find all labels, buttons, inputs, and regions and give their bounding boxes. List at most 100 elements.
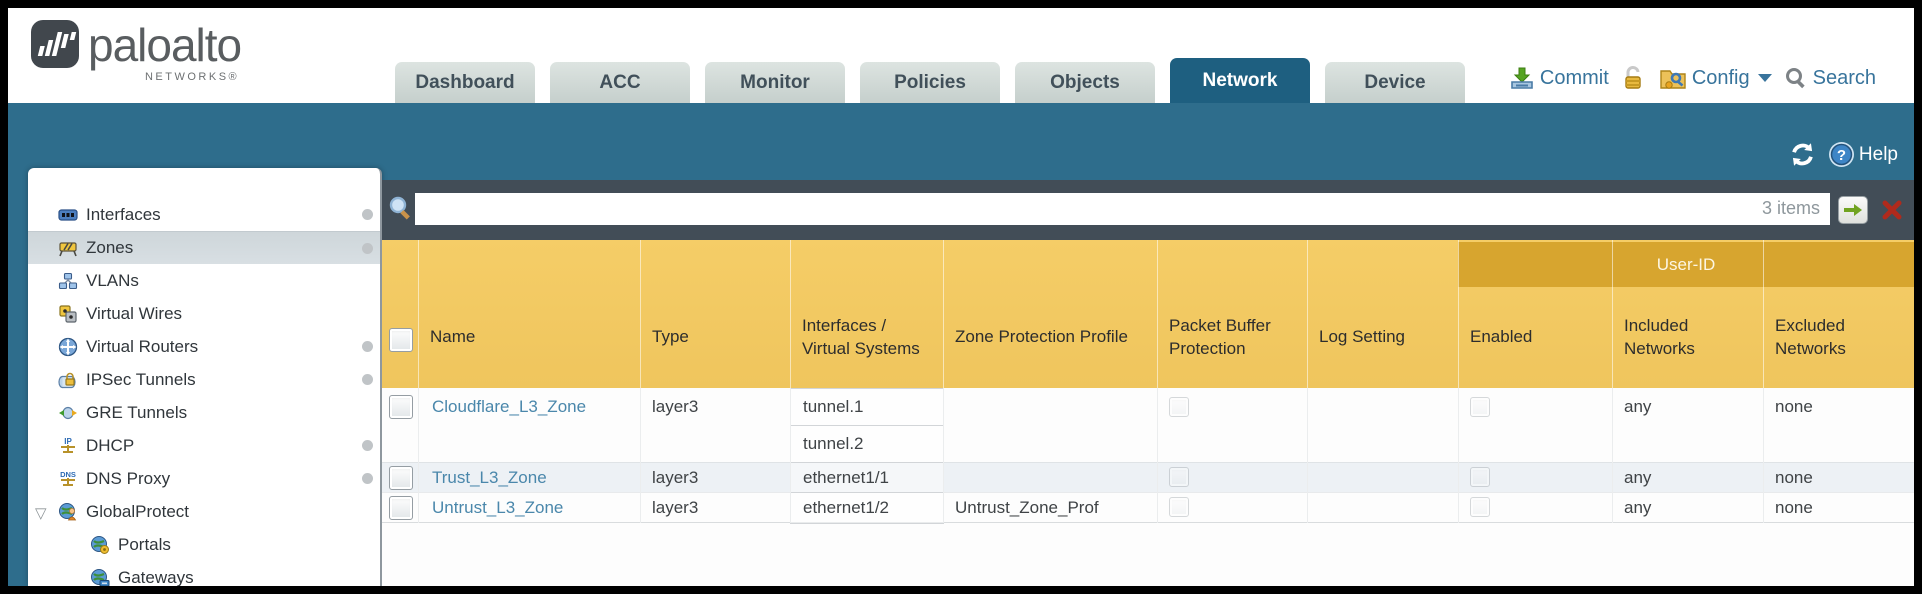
column-header-excluded-networks[interactable]: Excluded Networks xyxy=(1775,316,1846,358)
column-header-enabled[interactable]: Enabled xyxy=(1470,327,1533,347)
sidebar-item-virtual-routers[interactable]: Virtual Routers xyxy=(28,330,380,363)
lock-button[interactable] xyxy=(1621,65,1647,91)
column-header-name[interactable]: Name xyxy=(430,327,476,347)
sidebar-item-dhcp[interactable]: IP DHCP xyxy=(28,429,380,462)
tab-dashboard[interactable]: Dashboard xyxy=(395,62,535,103)
ipsec-tunnels-icon xyxy=(58,372,76,388)
help-button[interactable]: ? Help xyxy=(1828,141,1898,168)
zones-icon xyxy=(59,242,77,257)
help-icon: ? xyxy=(1828,142,1854,167)
column-header-packet-buffer[interactable]: Packet Buffer Protection xyxy=(1169,316,1271,358)
zone-type: layer3 xyxy=(652,468,699,487)
row-checkbox[interactable] xyxy=(389,466,413,490)
sidebar-item-zones[interactable]: Zones xyxy=(28,231,380,264)
user-id-enabled-checkbox xyxy=(1470,497,1490,517)
packet-buffer-checkbox xyxy=(1169,467,1189,487)
column-header-type[interactable]: Type xyxy=(652,327,689,347)
tab-device[interactable]: Device xyxy=(1325,62,1465,103)
status-dot xyxy=(362,341,373,352)
tab-monitor[interactable]: Monitor xyxy=(705,62,845,103)
close-icon xyxy=(1882,200,1902,220)
user-id-enabled-checkbox xyxy=(1470,467,1490,487)
tab-bar: Dashboard ACC Monitor Policies Objects N… xyxy=(395,58,1465,103)
sidebar-item-gre-tunnels[interactable]: GRE Tunnels xyxy=(28,396,380,429)
interface-cell: tunnel.2 xyxy=(790,425,944,463)
sidebar-item-interfaces[interactable]: Interfaces xyxy=(28,198,380,231)
apply-filter-button[interactable] xyxy=(1838,196,1868,224)
excluded-networks: none xyxy=(1775,498,1813,517)
zones-workspace: 3 items User-ID Nam xyxy=(382,180,1914,586)
excluded-networks: none xyxy=(1775,468,1813,487)
sidebar-item-globalprotect[interactable]: ▽ GlobalProtect xyxy=(35,501,189,523)
table-row-cloudflare: Cloudflare_L3_Zone layer3 tunnel.1 tunne… xyxy=(382,388,1914,463)
tab-policies[interactable]: Policies xyxy=(860,62,1000,103)
help-label: Help xyxy=(1858,143,1898,165)
interface-cell: tunnel.1 xyxy=(790,388,944,426)
globalprotect-icon xyxy=(59,502,77,520)
zone-name-link[interactable]: Untrust_L3_Zone xyxy=(432,498,564,517)
table-row-trust: Trust_L3_Zone layer3 ethernet1/1 any non… xyxy=(382,462,1914,493)
user-id-group-header: User-ID xyxy=(1458,242,1914,287)
commit-icon xyxy=(1511,67,1533,89)
filter-bar: 3 items xyxy=(382,180,1914,240)
tab-acc[interactable]: ACC xyxy=(550,62,690,103)
interface-cell: ethernet1/1 xyxy=(790,462,944,493)
refresh-icon[interactable] xyxy=(1789,141,1816,168)
tab-objects[interactable]: Objects xyxy=(1015,62,1155,103)
logo-subtext: NETWORKS® xyxy=(144,71,240,83)
column-header-zone-protection[interactable]: Zone Protection Profile xyxy=(955,327,1128,347)
packet-buffer-checkbox xyxy=(1169,497,1189,517)
included-networks: any xyxy=(1624,396,1652,416)
svg-text:DNS: DNS xyxy=(60,470,76,479)
column-header-log-setting[interactable]: Log Setting xyxy=(1319,327,1406,347)
logo-text: paloalto xyxy=(88,19,242,71)
paloalto-logo: paloalto NETWORKS® xyxy=(30,19,242,83)
app-header: paloalto NETWORKS® Dashboard ACC Monitor… xyxy=(8,8,1914,103)
green-arrow-icon xyxy=(1844,204,1862,216)
portals-icon xyxy=(91,535,109,554)
search-button[interactable]: Search xyxy=(1784,66,1876,90)
sidebar-item-ipsec-tunnels[interactable]: IPSec Tunnels xyxy=(28,363,380,396)
included-networks: any xyxy=(1624,468,1652,487)
svg-text:?: ? xyxy=(1837,147,1846,164)
interfaces-icon xyxy=(58,208,78,221)
svg-text:IP: IP xyxy=(64,437,72,446)
paloalto-logo-icon xyxy=(31,20,79,68)
main-area: Interfaces Zones VLANs xyxy=(8,168,1914,586)
packet-buffer-checkbox xyxy=(1169,397,1189,417)
column-header-included-networks[interactable]: Included Networks xyxy=(1624,316,1695,358)
filter-search-icon xyxy=(389,196,410,220)
commit-button[interactable]: Commit xyxy=(1509,65,1609,91)
sidebar-item-gateways[interactable]: Gateways xyxy=(28,561,380,586)
included-networks: any xyxy=(1624,498,1652,517)
sidebar-item-dns-proxy[interactable]: DNS DNS Proxy xyxy=(28,462,380,495)
gre-tunnels-icon xyxy=(59,406,77,419)
gateways-icon xyxy=(91,568,110,586)
teal-band: ? Help xyxy=(8,103,1914,180)
config-button[interactable]: Config xyxy=(1659,65,1772,91)
virtual-wires-icon xyxy=(59,304,77,323)
column-header-interfaces[interactable]: Interfaces / Virtual Systems xyxy=(802,316,920,358)
zone-name-link[interactable]: Trust_L3_Zone xyxy=(432,468,547,487)
user-id-enabled-checkbox xyxy=(1470,397,1490,417)
expander-icon[interactable]: ▽ xyxy=(35,505,47,522)
tab-network[interactable]: Network xyxy=(1170,58,1310,103)
clear-filter-button[interactable] xyxy=(1877,195,1907,225)
sidebar: Interfaces Zones VLANs xyxy=(28,168,382,586)
search-icon xyxy=(1785,68,1805,89)
sidebar-item-portals[interactable]: Portals xyxy=(28,528,380,561)
zone-type: layer3 xyxy=(652,498,699,517)
table-row-untrust: Untrust_L3_Zone layer3 ethernet1/2 Untru… xyxy=(382,492,1914,524)
zone-name-link[interactable]: Cloudflare_L3_Zone xyxy=(432,396,587,416)
row-checkbox[interactable] xyxy=(389,395,413,419)
config-icon xyxy=(1660,70,1686,89)
status-dot xyxy=(362,243,373,254)
sidebar-item-virtual-wires[interactable]: Virtual Wires xyxy=(28,297,380,330)
filter-input[interactable] xyxy=(415,193,1830,225)
sidebar-item-vlans[interactable]: VLANs xyxy=(28,264,380,297)
app-content: paloalto NETWORKS® Dashboard ACC Monitor… xyxy=(8,8,1914,586)
select-all-checkbox[interactable] xyxy=(389,328,413,352)
unlocked-padlock-icon xyxy=(1625,65,1641,89)
row-checkbox[interactable] xyxy=(389,496,413,520)
